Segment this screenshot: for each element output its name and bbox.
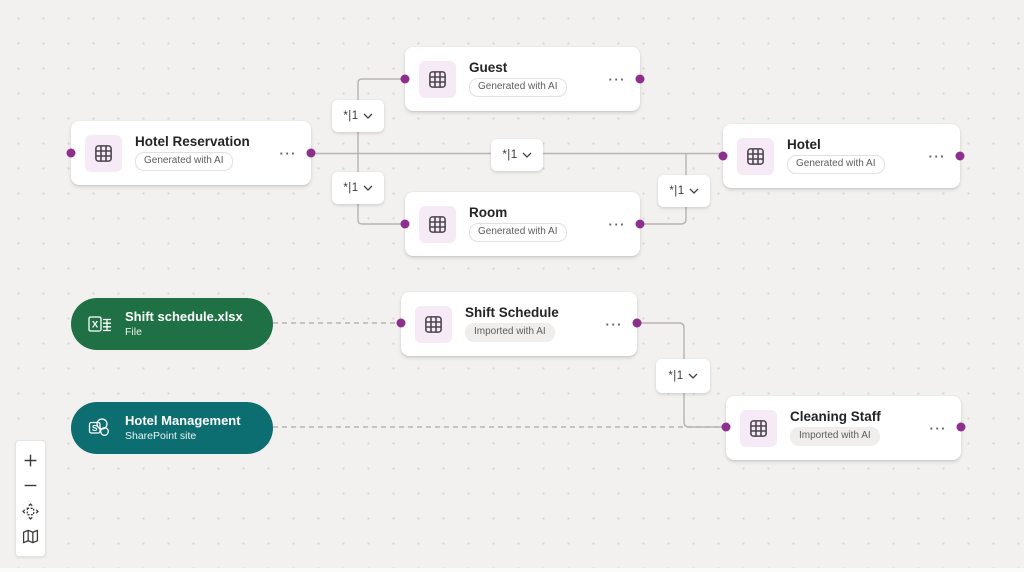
more-options-button[interactable]: ··· xyxy=(608,216,626,232)
entity-title: Shift Schedule xyxy=(465,304,559,320)
map-icon xyxy=(22,530,39,544)
minimap-button[interactable] xyxy=(16,525,45,549)
ai-badge: Imported with AI xyxy=(790,427,880,447)
table-icon xyxy=(419,205,456,243)
entity-card-guest[interactable]: Guest Generated with AI ··· xyxy=(405,47,640,111)
more-options-button[interactable]: ··· xyxy=(605,316,623,332)
bottom-edge-strip xyxy=(0,568,1024,572)
entity-title: Hotel Reservation xyxy=(135,133,250,149)
connector-dot-room-left[interactable] xyxy=(400,219,410,229)
ai-badge: Generated with AI xyxy=(787,155,885,175)
relationship-chip-reservation-hotel[interactable]: *|1 xyxy=(491,139,543,171)
fit-view-button[interactable] xyxy=(16,499,45,523)
excel-icon: X xyxy=(87,313,113,335)
chevron-down-icon xyxy=(363,113,373,119)
source-subtitle: SharePoint site xyxy=(125,429,197,442)
connector-dot-cleaning-staff-right[interactable] xyxy=(956,422,966,432)
table-icon xyxy=(419,60,456,98)
ai-badge: Generated with AI xyxy=(469,78,567,98)
zoom-out-button[interactable] xyxy=(16,474,45,498)
svg-text:S: S xyxy=(92,423,98,433)
connector-dot-guest-left[interactable] xyxy=(400,74,410,84)
connector-dot-cleaning-staff-left[interactable] xyxy=(721,422,731,432)
fit-view-icon xyxy=(22,502,39,520)
entity-title: Hotel xyxy=(787,136,821,152)
chevron-down-icon xyxy=(522,152,532,158)
entity-card-hotel[interactable]: Hotel Generated with AI ··· xyxy=(723,124,960,188)
connector-dot-hotel-right[interactable] xyxy=(955,151,965,161)
zoom-in-button[interactable] xyxy=(16,448,45,472)
ai-badge: Imported with AI xyxy=(465,323,555,343)
relationship-chip-room-hotel[interactable]: *|1 xyxy=(658,175,710,207)
more-options-button[interactable]: ··· xyxy=(929,420,947,436)
source-title: Shift schedule.xlsx xyxy=(125,309,243,325)
connector-dot-hotel-left[interactable] xyxy=(718,151,728,161)
more-options-button[interactable]: ··· xyxy=(279,145,297,161)
source-subtitle: File xyxy=(125,325,142,338)
connector-dot-reservation-left[interactable] xyxy=(66,148,76,158)
relationship-chip-shift-schedule-cleaning-staff[interactable]: *|1 xyxy=(656,359,710,393)
more-options-button[interactable]: ··· xyxy=(608,71,626,87)
entity-title: Room xyxy=(469,204,508,220)
relationship-chip-reservation-guest[interactable]: *|1 xyxy=(332,100,384,132)
svg-text:X: X xyxy=(92,319,99,330)
connector-dot-guest-right[interactable] xyxy=(635,74,645,84)
connector-dot-room-right[interactable] xyxy=(635,219,645,229)
entity-card-cleaning-staff[interactable]: Cleaning Staff Imported with AI ··· xyxy=(726,396,961,460)
table-icon xyxy=(415,305,452,343)
canvas-controls xyxy=(15,440,46,557)
source-node-excel-file[interactable]: X Shift schedule.xlsx File xyxy=(71,298,273,350)
entity-card-hotel-reservation[interactable]: Hotel Reservation Generated with AI ··· xyxy=(71,121,311,185)
chevron-down-icon xyxy=(363,185,373,191)
chevron-down-icon xyxy=(689,188,699,194)
source-title: Hotel Management xyxy=(125,413,241,429)
connector-dot-shift-schedule-right[interactable] xyxy=(632,318,642,328)
entity-card-shift-schedule[interactable]: Shift Schedule Imported with AI ··· xyxy=(401,292,637,356)
minus-icon xyxy=(24,484,37,487)
connector-dot-shift-schedule-left[interactable] xyxy=(396,318,406,328)
entity-title: Cleaning Staff xyxy=(790,408,881,424)
relationship-chip-reservation-room[interactable]: *|1 xyxy=(332,172,384,204)
source-node-sharepoint-site[interactable]: S Hotel Management SharePoint site xyxy=(71,402,273,454)
table-icon xyxy=(85,134,122,172)
plus-icon xyxy=(24,454,37,466)
chevron-down-icon xyxy=(688,373,698,379)
ai-badge: Generated with AI xyxy=(135,152,233,172)
entity-title: Guest xyxy=(469,59,508,75)
ai-badge: Generated with AI xyxy=(469,223,567,243)
table-icon xyxy=(740,409,777,447)
connector-dot-reservation-right[interactable] xyxy=(306,148,316,158)
table-icon xyxy=(737,137,774,175)
sharepoint-icon: S xyxy=(87,416,113,440)
more-options-button[interactable]: ··· xyxy=(928,148,946,164)
entity-card-room[interactable]: Room Generated with AI ··· xyxy=(405,192,640,256)
